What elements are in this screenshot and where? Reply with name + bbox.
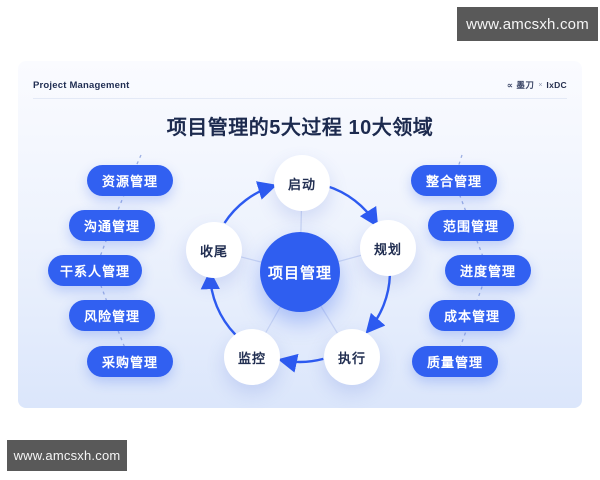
header-divider bbox=[33, 98, 567, 99]
execution-node: 执行 bbox=[324, 329, 380, 385]
stakeholder-management-pill: 干系人管理 bbox=[48, 255, 142, 286]
cost-management-pill: 成本管理 bbox=[429, 300, 515, 331]
page-title: 项目管理的5大过程 10大领域 bbox=[166, 117, 434, 139]
closing-node: 收尾 bbox=[186, 222, 242, 278]
ixdc-logo: IxDC bbox=[546, 80, 567, 90]
brand-logos: ∝ 墨刀 × IxDC bbox=[507, 79, 567, 91]
watermark-top-badge: www.amcsxh.com bbox=[457, 7, 598, 41]
header-title: Project Management bbox=[33, 79, 130, 91]
project-management-hub: 项目管理 bbox=[260, 232, 340, 312]
watermark-bottom-badge: www.amcsxh.com bbox=[7, 440, 127, 471]
procurement-management-pill: 采购管理 bbox=[87, 346, 173, 377]
monitoring-node: 监控 bbox=[224, 329, 280, 385]
scope-management-pill: 范围管理 bbox=[428, 210, 514, 241]
logo-separator: × bbox=[538, 81, 543, 89]
card-header: Project Management ∝ 墨刀 × IxDC bbox=[33, 76, 567, 94]
integration-management-pill: 整合管理 bbox=[411, 165, 497, 196]
schedule-management-pill: 进度管理 bbox=[445, 255, 531, 286]
resource-management-pill: 资源管理 bbox=[87, 165, 173, 196]
risk-management-pill: 风险管理 bbox=[69, 300, 155, 331]
planning-node: 规划 bbox=[360, 220, 416, 276]
brand-logo: ∝ 墨刀 bbox=[506, 80, 535, 90]
quality-management-pill: 质量管理 bbox=[412, 346, 498, 377]
communication-management-pill: 沟通管理 bbox=[69, 210, 155, 241]
initiation-node: 启动 bbox=[274, 155, 330, 211]
